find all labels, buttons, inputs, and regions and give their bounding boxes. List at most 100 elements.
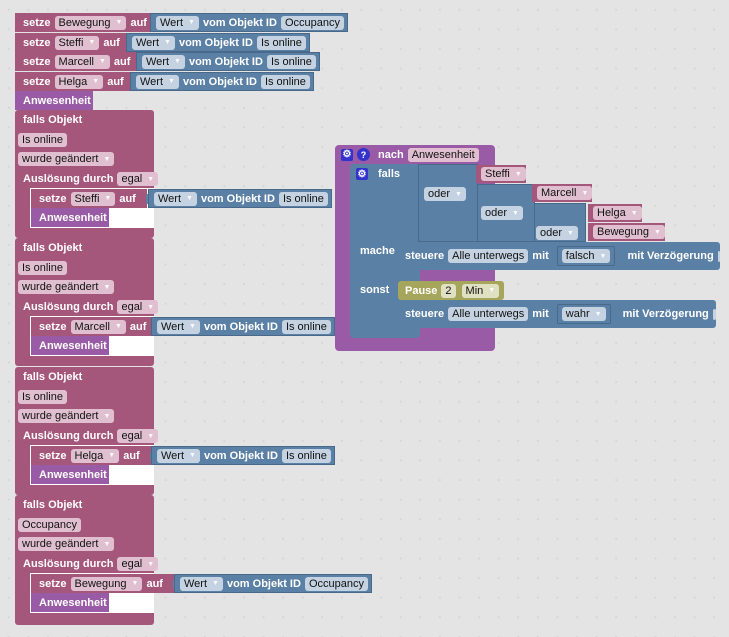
cause-label: Auslösung durch (23, 430, 114, 442)
value-dropdown[interactable]: falsch▼ (561, 249, 611, 263)
pause-block[interactable]: Pause 2 Min▼ (398, 281, 504, 300)
set-variable-block[interactable]: setze Steffi▼ auf (31, 189, 149, 208)
object-id-field[interactable]: Is online (18, 261, 67, 275)
control-block-else[interactable]: steuere Alle unterwegs mit wahr▼ mit Ver… (398, 300, 716, 328)
event-dropdown[interactable]: wurde geändert▼ (18, 409, 115, 423)
variable-dropdown[interactable]: Helga▼ (70, 448, 120, 463)
condition-var-4[interactable]: Bewegung▼ (588, 223, 665, 241)
get-object-value-block[interactable]: Wert▼ vom Objekt ID Occupancy (174, 574, 372, 593)
property-dropdown[interactable]: Wert▼ (157, 448, 200, 463)
condition-var-2[interactable]: Marcell▼ (532, 184, 593, 202)
call-procedure-block[interactable]: Anwesenheit (15, 91, 93, 110)
value-socket: falsch▼ (556, 246, 616, 266)
gear-icon[interactable]: ⚙ (356, 168, 368, 180)
control-target-field[interactable]: Alle unterwegs (448, 307, 529, 321)
event-dropdown[interactable]: wurde geändert▼ (18, 537, 115, 551)
gear-icon[interactable]: ⚙ (341, 148, 353, 161)
get-object-value-block[interactable]: Wert▼ vom Objekt ID Is online (148, 189, 332, 208)
call-procedure-block[interactable]: Anwesenheit (31, 593, 109, 612)
variable-dropdown[interactable]: Bewegung▼ (70, 576, 143, 591)
get-object-value-block[interactable]: Wert▼ vom Objekt ID Occupancy (150, 13, 348, 32)
set-variable-block[interactable]: setze Helga▼ auf (15, 72, 137, 91)
get-object-value-block[interactable]: Wert▼ vom Objekt ID Is online (151, 446, 335, 465)
cause-dropdown[interactable]: egal▼ (117, 300, 159, 314)
property-dropdown[interactable]: Wert▼ (157, 319, 200, 334)
or-dropdown-1[interactable]: oder▼ (424, 187, 466, 201)
function-name-field[interactable]: Anwesenheit (407, 147, 479, 162)
object-id-field[interactable]: Occupancy (18, 518, 82, 532)
pause-unit-dropdown[interactable]: Min▼ (461, 283, 500, 298)
object-id-field[interactable]: Is online (260, 74, 310, 89)
if-label: falls (378, 168, 401, 180)
pause-value-field[interactable]: 2 (441, 283, 456, 298)
help-icon[interactable]: ? (357, 148, 370, 161)
get-object-value-block[interactable]: Wert▼ vom Objekt ID Is online (151, 317, 335, 336)
trigger-header: falls Objekt (15, 367, 82, 387)
get-object-value-block[interactable]: Wert▼ vom Objekt ID Is online (130, 72, 314, 91)
call-procedure-block[interactable]: Anwesenheit (31, 336, 109, 355)
cause-text: egal (121, 173, 143, 185)
variable-name: Helga (74, 449, 104, 462)
variable-dropdown[interactable]: Marcell▼ (54, 54, 110, 69)
cause-text: egal (121, 301, 143, 313)
cause-dropdown[interactable]: egal▼ (117, 557, 159, 571)
condition-var-name: Helga (597, 207, 626, 219)
call-procedure-block[interactable]: Anwesenheit (31, 208, 109, 227)
object-id-field[interactable]: Is online (256, 35, 306, 50)
property-dropdown[interactable]: Wert▼ (142, 54, 185, 69)
property-dropdown[interactable]: Wert▼ (156, 15, 199, 30)
call-procedure-block[interactable]: Anwesenheit (31, 465, 109, 484)
get-object-value-block[interactable]: Wert▼ vom Objekt ID Is online (136, 52, 320, 71)
object-id-field[interactable]: Is online (278, 191, 328, 206)
object-id-field[interactable]: Is online (266, 54, 316, 69)
object-id-field[interactable]: Is online (18, 390, 67, 404)
control-verb: steuere (405, 308, 445, 320)
property-dropdown[interactable]: Wert▼ (154, 191, 197, 206)
property-dropdown[interactable]: Wert▼ (132, 35, 175, 50)
delay-checkbox[interactable] (717, 250, 720, 262)
object-id-field[interactable]: Is online (18, 133, 67, 147)
trigger-event-row: wurde geändert▼ (15, 534, 115, 554)
with-label: mit (532, 250, 549, 262)
set-variable-block[interactable]: setze Bewegung▼ auf (31, 574, 176, 593)
set-variable-block[interactable]: setze Bewegung▼ auf (15, 13, 160, 32)
set-variable-block[interactable]: setze Marcell▼ auf (15, 52, 144, 71)
control-block-do[interactable]: steuere Alle unterwegs mit falsch▼ mit V… (398, 242, 720, 270)
value-dropdown[interactable]: wahr▼ (561, 307, 606, 321)
cause-dropdown[interactable]: egal▼ (117, 429, 159, 443)
event-dropdown[interactable]: wurde geändert▼ (18, 152, 115, 166)
or-dropdown-2[interactable]: oder▼ (481, 206, 523, 220)
variable-dropdown[interactable]: Marcell▼ (70, 319, 126, 334)
variable-dropdown[interactable]: Steffi▼ (70, 191, 116, 206)
condition-var-1[interactable]: Steffi▼ (476, 165, 526, 183)
object-id-label: vom Objekt ID (203, 449, 278, 462)
object-id-field[interactable]: Occupancy (304, 576, 368, 591)
condition-var-3[interactable]: Helga▼ (588, 204, 642, 222)
object-id-label: vom Objekt ID (200, 192, 275, 205)
property-dropdown[interactable]: Wert▼ (136, 74, 179, 89)
set-variable-block[interactable]: setze Steffi▼ auf (15, 33, 133, 52)
cause-text: egal (121, 558, 143, 570)
set-verb: setze (39, 192, 67, 205)
object-id-field[interactable]: Is online (281, 448, 331, 463)
set-variable-block[interactable]: setze Helga▼ auf (31, 446, 153, 465)
trigger-event-row: wurde geändert▼ (15, 277, 115, 297)
control-target-field[interactable]: Alle unterwegs (448, 249, 529, 263)
object-id-field[interactable]: Occupancy (280, 15, 344, 30)
variable-dropdown[interactable]: Bewegung▼ (54, 15, 127, 30)
variable-name: Marcell (74, 320, 110, 333)
condition-var-name: Marcell (541, 187, 577, 199)
delay-checkbox[interactable] (712, 308, 716, 320)
or-dropdown-3[interactable]: oder▼ (536, 226, 578, 240)
cause-dropdown[interactable]: egal▼ (117, 172, 159, 186)
pause-label: Pause (405, 284, 438, 297)
set-variable-block[interactable]: setze Marcell▼ auf (31, 317, 160, 336)
to-label: auf (146, 577, 163, 590)
event-dropdown[interactable]: wurde geändert▼ (18, 280, 115, 294)
variable-dropdown[interactable]: Helga▼ (54, 74, 104, 89)
variable-dropdown[interactable]: Steffi▼ (54, 35, 100, 50)
get-object-value-block[interactable]: Wert▼ vom Objekt ID Is online (126, 33, 310, 52)
object-id-field[interactable]: Is online (281, 319, 331, 334)
property-dropdown[interactable]: Wert▼ (180, 576, 223, 591)
